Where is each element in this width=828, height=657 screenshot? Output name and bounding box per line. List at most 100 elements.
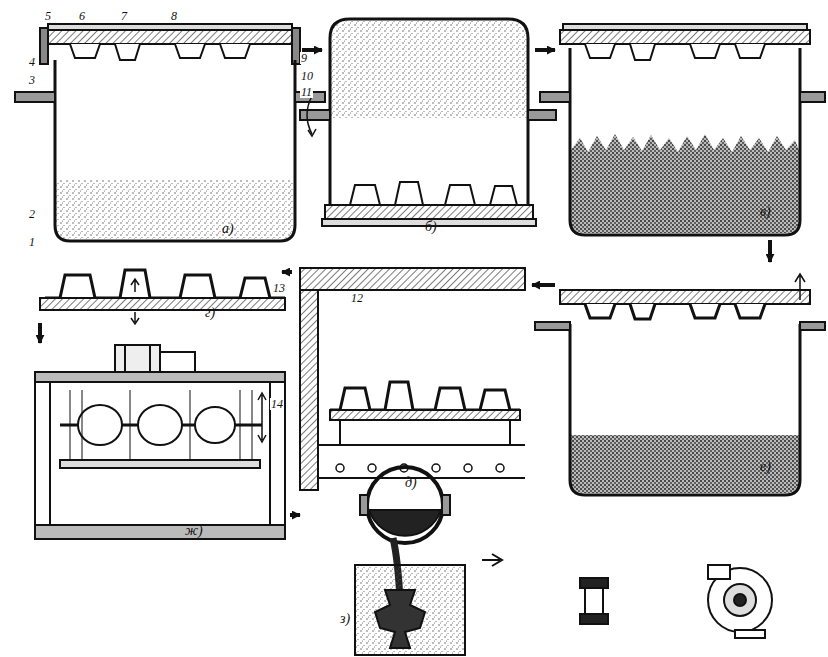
sand-mix — [571, 435, 799, 493]
callout-number: 6 — [78, 10, 86, 22]
bunker — [570, 324, 800, 495]
rotation-arrow-head — [308, 129, 316, 136]
model-plate — [40, 298, 285, 310]
panel-letter: д) — [405, 476, 417, 490]
panel-letter: б) — [425, 220, 437, 234]
pattern-bumps — [350, 182, 517, 205]
ladle — [367, 467, 443, 543]
model-plate — [560, 290, 810, 304]
burner — [496, 464, 504, 472]
housing-foot — [735, 630, 765, 638]
process-panel: б) — [322, 15, 535, 235]
panel-e-art — [535, 274, 825, 495]
clamp — [292, 28, 300, 64]
support — [509, 420, 511, 445]
callout-number: 9 — [300, 52, 308, 64]
glued-shell — [138, 405, 182, 445]
process-panel: г) — [28, 255, 282, 323]
bunker — [330, 19, 528, 205]
panel-zh-art — [35, 345, 285, 539]
process-panel: ж) — [28, 343, 290, 543]
process-panel: з) — [300, 495, 815, 655]
burner — [432, 464, 440, 472]
stroke-arrow — [258, 393, 266, 442]
pattern-with-shell — [585, 304, 765, 319]
rail — [318, 444, 525, 446]
housing-hub — [734, 594, 746, 606]
process-panel: д) — [292, 262, 532, 492]
oven-wall — [300, 290, 318, 490]
part-flange — [580, 614, 608, 624]
shell-mold — [375, 590, 425, 648]
press-table — [60, 460, 260, 468]
pipe — [160, 352, 195, 372]
shell-on-pattern — [330, 382, 520, 410]
trunnion — [540, 92, 570, 102]
glued-shell — [78, 405, 122, 445]
panel-letter: ж) — [185, 524, 203, 538]
flow-arrow — [535, 48, 555, 52]
panel-letter: е) — [760, 460, 771, 474]
bunker — [570, 48, 800, 235]
panel-z-art — [355, 467, 772, 655]
burner — [336, 464, 344, 472]
oven-wall — [300, 268, 525, 290]
callout-number: 7 — [120, 10, 128, 22]
pattern-bumps — [70, 44, 250, 60]
trunnion — [800, 92, 825, 102]
panel-v-art — [540, 24, 825, 235]
sand-mix — [331, 21, 527, 118]
clamp — [40, 28, 48, 64]
burner — [368, 464, 376, 472]
flow-arrow — [290, 513, 300, 517]
panel-d-art — [300, 268, 525, 490]
panel-letter: а) — [222, 222, 234, 236]
press-base — [35, 525, 285, 539]
part-body — [585, 588, 603, 614]
glued-shell — [195, 407, 235, 443]
panel-letter: з) — [340, 612, 350, 626]
panel-letter: г) — [205, 306, 215, 320]
panel-b-art — [300, 19, 556, 226]
housing-outlet — [708, 565, 730, 579]
support — [339, 420, 341, 445]
callout-number: 2 — [28, 208, 36, 220]
callout-number: 11 — [300, 86, 313, 98]
result-arrow — [482, 554, 502, 566]
ladle-handle — [442, 495, 450, 515]
shell-half — [45, 270, 285, 298]
flow-arrow — [768, 240, 772, 262]
cylinder-line — [124, 345, 126, 373]
callout-number: 4 — [28, 56, 36, 68]
cylinder-line — [149, 345, 151, 373]
pattern-bumps — [585, 44, 765, 60]
sand-mix-fluffed — [571, 134, 799, 233]
callout-number: 3 — [28, 74, 36, 86]
model-plate — [330, 410, 520, 420]
process-panel: а) — [40, 15, 302, 250]
burner — [464, 464, 472, 472]
callout-number: 5 — [44, 10, 52, 22]
callout-number: 13 — [272, 282, 286, 294]
panel-a-art — [15, 24, 325, 241]
callout-number: 1 — [28, 236, 36, 248]
flow-arrow — [302, 48, 322, 52]
column — [49, 382, 51, 525]
cast-part — [580, 578, 608, 624]
push-arrow — [131, 279, 139, 292]
clamp-pins — [70, 390, 252, 460]
flask-with-filler — [355, 565, 465, 655]
model-plate — [560, 30, 810, 44]
part-flange — [580, 578, 608, 588]
press-cylinder — [115, 345, 160, 373]
pump-housing — [708, 565, 772, 638]
panel-letter: в) — [760, 205, 771, 219]
rotation-arrow — [307, 96, 312, 134]
press-frame — [35, 382, 285, 525]
housing-bore — [724, 584, 756, 616]
